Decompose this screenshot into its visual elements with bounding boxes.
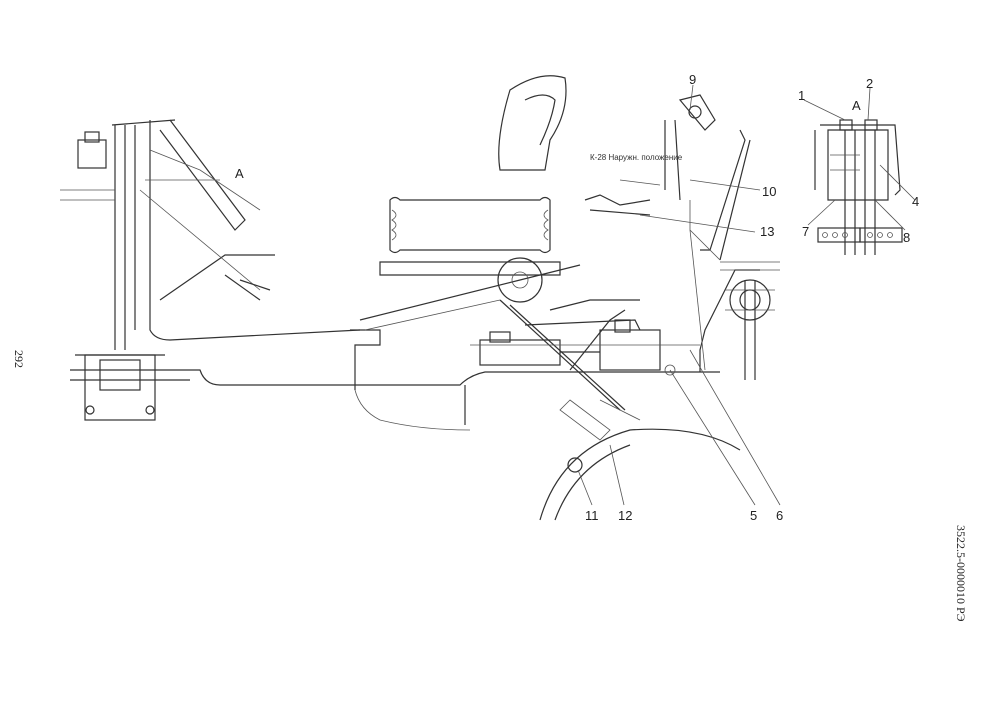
callout-6: 6 [776, 508, 783, 523]
callout-1: 1 [798, 88, 805, 103]
callout-7: 7 [802, 224, 809, 239]
callout-13: 13 [760, 224, 774, 239]
position-note: К-28 Наружн. положение [590, 153, 683, 162]
callout-2: 2 [866, 76, 873, 91]
view-a-detail [814, 119, 903, 255]
front-mount [75, 354, 165, 421]
hand-brake-lever [584, 94, 751, 371]
chassis-frame [70, 261, 780, 425]
callout-9: 9 [689, 72, 696, 87]
section-a-label: А [235, 166, 244, 181]
callout-8: 8 [903, 230, 910, 245]
callout-11: 11 [585, 508, 599, 523]
view-a-label: А [852, 98, 861, 113]
callout-12: 12 [618, 508, 632, 523]
leader-lines [577, 84, 916, 506]
pedal-assembly [60, 119, 361, 350]
callout-4: 4 [912, 194, 919, 209]
rear-wheel [539, 399, 741, 521]
callout-10: 10 [762, 184, 776, 199]
seat [379, 75, 567, 276]
control-linkage [497, 257, 641, 411]
brake-valve [470, 319, 700, 376]
cross-shaft [725, 279, 775, 321]
callout-5: 5 [750, 508, 757, 523]
